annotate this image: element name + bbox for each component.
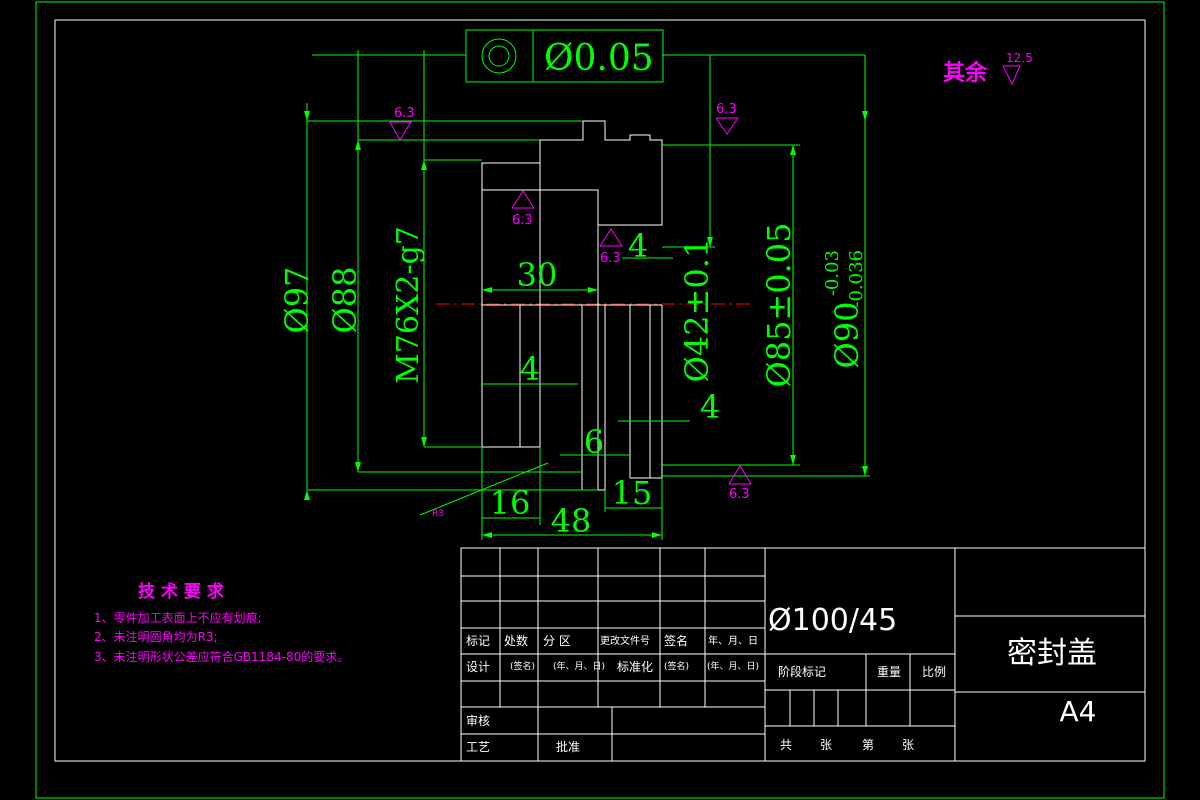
dimension-lines bbox=[306, 50, 870, 540]
approve-label: 批准 bbox=[556, 739, 580, 754]
total-label: 共 bbox=[780, 738, 792, 752]
sheet-size: A4 bbox=[1060, 695, 1097, 728]
process-label: 工艺 bbox=[466, 740, 490, 754]
concentricity-outer-icon bbox=[481, 38, 517, 74]
tech-req-item-1: 1、零件加工表面上不应有划痕; bbox=[94, 610, 262, 625]
dim-r3: R3 bbox=[432, 509, 444, 519]
dim-len4b: 4 bbox=[628, 227, 648, 265]
general-roughness-label: 其余 bbox=[943, 60, 988, 86]
rev-header-mark: 标记 bbox=[466, 634, 490, 648]
standard-label: 标准化 bbox=[617, 660, 653, 674]
dim-d85: Ø85±0.05 bbox=[760, 222, 798, 387]
rev-header-count: 处数 bbox=[504, 633, 528, 648]
roughness-local-1: 6.3 bbox=[394, 106, 415, 121]
concentricity-inner-icon bbox=[488, 45, 510, 67]
dim-len4c: 4 bbox=[700, 388, 720, 426]
tolerance-value: Ø0.05 bbox=[544, 38, 654, 79]
stage-label: 阶段标记 bbox=[778, 664, 826, 679]
dim-d90: Ø90 bbox=[828, 302, 866, 369]
dimension-arrows bbox=[304, 111, 868, 538]
outer-border bbox=[35, 1, 1165, 799]
design-date: (年、月、日) bbox=[553, 660, 605, 672]
design-sign: (签名) bbox=[510, 660, 535, 672]
design-label: 设计 bbox=[466, 660, 490, 674]
tolerance-frame: Ø0.05 bbox=[465, 29, 664, 83]
dim-d90-upper: -0.03 bbox=[822, 250, 843, 296]
dim-d97: Ø97 bbox=[278, 267, 316, 334]
rev-header-sign: 签名 bbox=[664, 633, 688, 648]
roughness-local-3: 6.3 bbox=[512, 213, 533, 228]
roughness-local-2: 6.3 bbox=[716, 102, 737, 117]
part-section bbox=[481, 120, 663, 491]
tech-req-item-2: 2、未注明圆角均为R3; bbox=[94, 629, 218, 644]
roughness-triangle-icon bbox=[1002, 65, 1021, 86]
dim-len30: 30 bbox=[517, 256, 558, 294]
weight-label: 重量 bbox=[877, 665, 901, 679]
tech-req-title: 技 术 要 求 bbox=[138, 581, 224, 602]
standard-date: (年、月、日) bbox=[707, 660, 759, 672]
dim-len15: 15 bbox=[612, 474, 653, 512]
roughness-local-5: 6.3 bbox=[729, 487, 750, 502]
dim-len16: 16 bbox=[490, 484, 531, 522]
title-block: Ø100/45 密封盖 A4 标记 处数 分 区 更改文件号 签名 年、月、日 … bbox=[460, 547, 1146, 762]
dim-d88: Ø88 bbox=[326, 267, 364, 334]
scale-label: 比例 bbox=[922, 665, 946, 679]
rev-header-zone: 分 区 bbox=[543, 634, 571, 648]
dim-len48: 48 bbox=[551, 502, 592, 540]
tech-req-item-3: 3、未注明形状公差应符合GB1184-80的要求。 bbox=[94, 649, 349, 664]
part-name: 密封盖 bbox=[1007, 636, 1097, 671]
standard-sign: (签名) bbox=[664, 660, 689, 672]
rev-header-doc: 更改文件号 bbox=[600, 634, 650, 647]
dim-d42: Ø42±0.1 bbox=[678, 238, 716, 383]
material-label: Ø100/45 bbox=[768, 603, 897, 638]
review-label: 审核 bbox=[466, 713, 490, 728]
dim-len6: 6 bbox=[584, 423, 604, 461]
page-unit-label: 张 bbox=[902, 738, 914, 752]
sheets-label: 张 bbox=[820, 738, 832, 752]
dim-d90-lower: -0.036 bbox=[846, 250, 867, 308]
dim-thread: M76X2-g7 bbox=[391, 226, 426, 384]
rev-header-date: 年、月、日 bbox=[708, 634, 758, 647]
dim-len4a: 4 bbox=[520, 350, 540, 388]
page-label: 第 bbox=[862, 738, 874, 752]
tech-requirements: 技 术 要 求 1、零件加工表面上不应有划痕; 2、未注明圆角均为R3; 3、未… bbox=[94, 581, 349, 664]
general-roughness-value: 12.5 bbox=[1006, 51, 1033, 65]
roughness-symbols: 其余 12.5 6.3 6.3 6.3 6.3 6.3 bbox=[389, 51, 1033, 502]
roughness-local-4: 6.3 bbox=[600, 251, 621, 266]
